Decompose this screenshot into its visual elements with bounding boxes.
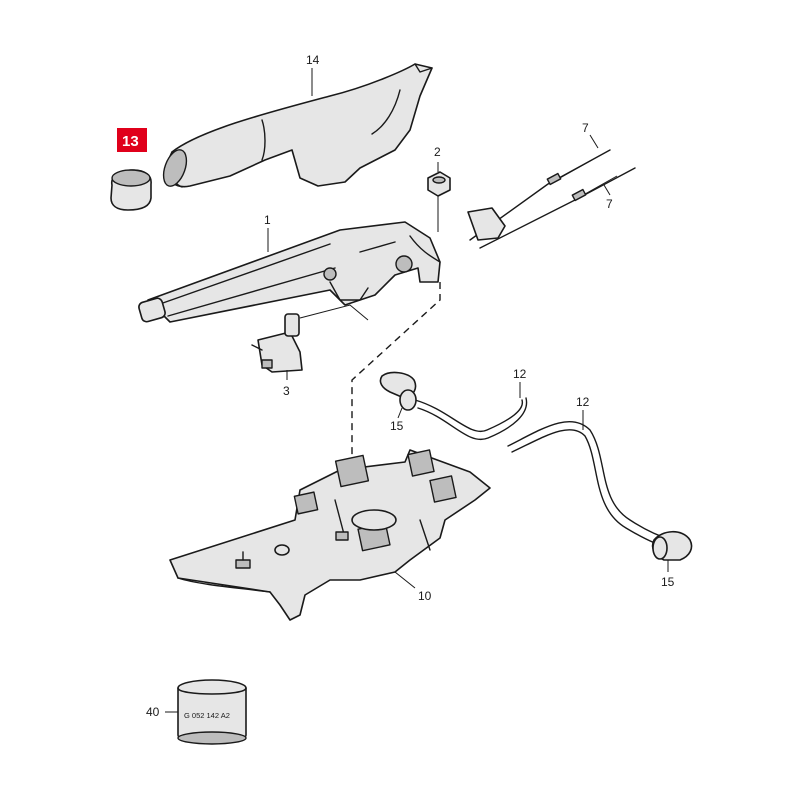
part-3-switch bbox=[251, 313, 303, 373]
callout-3: 3 bbox=[283, 384, 290, 398]
part-15-grommet-right bbox=[651, 530, 693, 561]
part-1-handbrake-lever bbox=[138, 221, 441, 323]
callout-13: 13 bbox=[122, 133, 139, 150]
callout-1: 1 bbox=[264, 213, 271, 227]
callout-12-short-cable: 12 bbox=[513, 367, 527, 381]
callout-40: 40 bbox=[146, 705, 160, 719]
callout-15-left: 15 bbox=[390, 419, 404, 433]
callout-2: 2 bbox=[434, 145, 441, 159]
callout-15-right: 15 bbox=[661, 575, 675, 589]
part-13-end-cap bbox=[110, 169, 152, 211]
part-15-grommet-left bbox=[379, 371, 417, 411]
part-40-ring: G 052 142 A2 bbox=[177, 679, 247, 745]
part-10-base-bracket bbox=[169, 449, 491, 621]
callout-10: 10 bbox=[418, 589, 432, 603]
callout-12-long-cable: 12 bbox=[576, 395, 590, 409]
callout-7-lower: 7 bbox=[606, 197, 613, 211]
part-2-nut bbox=[427, 171, 451, 197]
callout-7-upper: 7 bbox=[582, 121, 589, 135]
part-7-brake-cables bbox=[467, 149, 636, 249]
ring-stamp: G 052 142 A2 bbox=[184, 711, 230, 720]
callout-13-highlight-box bbox=[117, 128, 147, 152]
part-14-lever-grip bbox=[162, 63, 433, 188]
part-12-cable-long bbox=[507, 420, 673, 549]
callout-14: 14 bbox=[306, 53, 320, 67]
part-12-cable-short bbox=[414, 397, 528, 441]
